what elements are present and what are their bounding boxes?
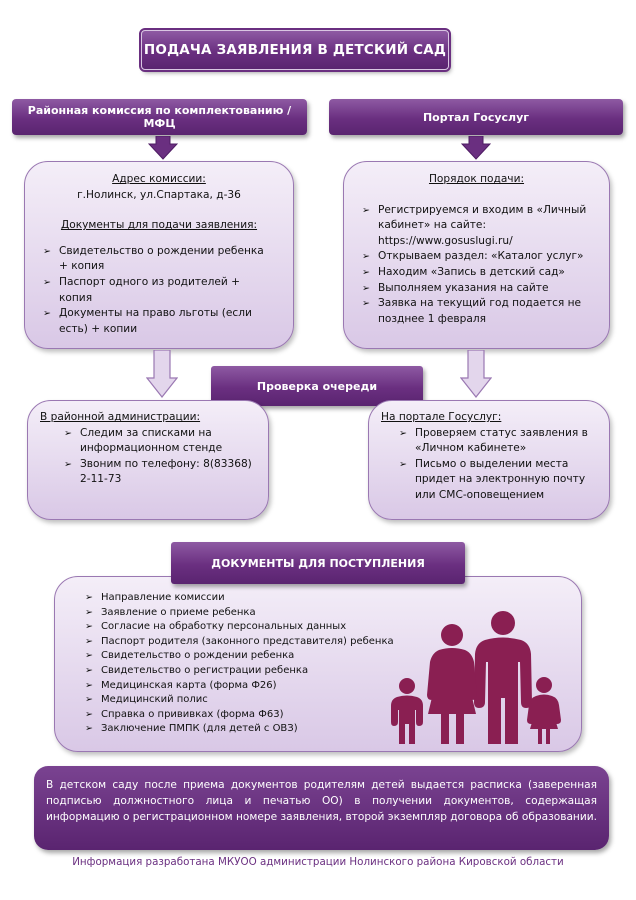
- list-item: Медицинская карта (форма Ф26): [85, 679, 563, 694]
- docs-label: Документы для подачи заявления:: [60, 219, 258, 232]
- family-icon: [391, 611, 561, 744]
- list-item: Направление комиссии: [85, 591, 563, 606]
- commission-panel: Адрес комиссии: г.Нолинск, ул.Спартака, …: [24, 161, 294, 349]
- list-item: Свидетельство о регистрации ребенка: [85, 664, 563, 679]
- portal-list: Проверяем статус заявления в «Личном каб…: [381, 426, 597, 504]
- list-item: Открываем раздел: «Каталог услуг»: [362, 249, 591, 265]
- order-list: Регистрируемся и входим в «Личный кабине…: [362, 203, 591, 328]
- list-item: Паспорт родителя (законного представител…: [85, 635, 563, 650]
- header-gosuslugi: Портал Госуслуг: [329, 99, 623, 135]
- page-title: ПОДАЧА ЗАЯВЛЕНИЯ В ДЕТСКИЙ САД: [139, 28, 451, 72]
- list-item: Находим «Запись в детский сад»: [362, 265, 591, 281]
- gosuslugi-panel: Порядок подачи: Регистрируемся и входим …: [343, 161, 610, 349]
- admission-docs-panel: Направление комиссии Заявление о приеме …: [54, 576, 582, 752]
- final-note: В детском саду после приема документов р…: [34, 766, 609, 850]
- list-item: Заявка на текущий год подается не поздне…: [362, 296, 591, 327]
- list-item: Согласие на обработку персональных данны…: [85, 620, 563, 635]
- queue-check-banner: Проверка очереди: [211, 366, 423, 406]
- arrow-down-icon: [460, 350, 492, 398]
- list-item: Паспорт одного из родителей + копия: [43, 275, 275, 306]
- admin-status-panel: В районной администрации: Следим за спис…: [27, 400, 269, 520]
- footer-credit: Информация разработана МКУОО администрац…: [72, 856, 564, 868]
- portal-status-panel: На портале Госуслуг: Проверяем статус за…: [368, 400, 610, 520]
- arrow-down-icon: [148, 136, 178, 160]
- list-item: Медицинский полис: [85, 693, 563, 708]
- list-item: Проверяем статус заявления в «Личном каб…: [399, 426, 597, 457]
- address-label: Адрес комиссии:: [112, 173, 206, 185]
- arrow-down-icon: [461, 136, 491, 160]
- list-item: Регистрируемся и входим в «Личный кабине…: [362, 203, 591, 250]
- admission-docs-list: Направление комиссии Заявление о приеме …: [85, 591, 563, 737]
- arrow-down-icon: [146, 350, 178, 398]
- list-item: Свидетельство о рождении ребенка: [85, 649, 563, 664]
- list-item: Письмо о выделении места придет на элект…: [399, 457, 597, 504]
- admission-docs-banner: ДОКУМЕНТЫ ДЛЯ ПОСТУПЛЕНИЯ: [171, 542, 465, 584]
- admin-list: Следим за списками на информационном сте…: [40, 426, 256, 488]
- header-commission: Районная комиссия по комплектованию / МФ…: [12, 99, 307, 135]
- list-item: Следим за списками на информационном сте…: [64, 426, 256, 457]
- order-label: Порядок подачи:: [428, 173, 525, 185]
- list-item: Заключение ПМПК (для детей с ОВЗ): [85, 722, 563, 737]
- list-item: Справка о прививках (форма Ф63): [85, 708, 563, 723]
- list-item: Выполняем указания на сайте: [362, 281, 591, 297]
- list-item: Заявление о приеме ребенка: [85, 606, 563, 621]
- portal-label: На портале Госуслуг:: [381, 411, 502, 423]
- list-item: Звоним по телефону: 8(83368) 2-11-73: [64, 457, 256, 488]
- list-item: Документы на право льготы (если есть) + …: [43, 306, 275, 337]
- admin-label: В районной администрации:: [40, 411, 201, 423]
- list-item: Свидетельство о рождении ребенка + копия: [43, 244, 275, 275]
- address-value: г.Нолинск, ул.Спартака, д-36: [77, 188, 241, 201]
- docs-list: Свидетельство о рождении ребенка + копия…: [43, 244, 275, 338]
